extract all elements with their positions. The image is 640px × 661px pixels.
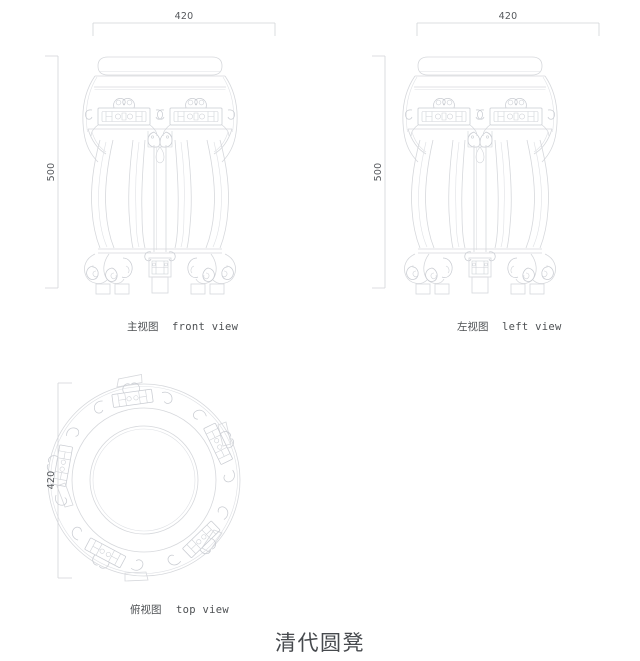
front-view-label-cn: 主视图 bbox=[127, 320, 159, 333]
front-height-dimension: 500 bbox=[45, 55, 59, 289]
left-width-value: 420 bbox=[499, 11, 518, 22]
top-diameter-value: 420 bbox=[46, 471, 57, 490]
left-width-dimension: 420 bbox=[416, 11, 600, 36]
left-height-value: 500 bbox=[373, 163, 384, 182]
top-view-drawing bbox=[46, 374, 241, 582]
front-width-dimension: 420 bbox=[92, 11, 276, 36]
front-height-value: 500 bbox=[46, 163, 57, 182]
page-title: 清代圆凳 bbox=[275, 631, 365, 655]
front-view-label: 主视图 front view bbox=[127, 320, 239, 333]
top-view-label-cn: 俯视图 bbox=[130, 603, 162, 616]
front-view-drawing bbox=[82, 56, 238, 295]
left-view-label-cn: 左视图 bbox=[457, 320, 489, 333]
front-width-value: 420 bbox=[175, 11, 194, 22]
left-view-label: 左视图 left view bbox=[457, 320, 562, 333]
front-view-label-en: front view bbox=[172, 321, 239, 333]
top-diameter-dimension: 420 bbox=[46, 382, 72, 579]
left-height-dimension: 500 bbox=[372, 55, 386, 289]
top-view-label-en: top view bbox=[176, 604, 229, 616]
left-view-label-en: left view bbox=[502, 321, 562, 333]
top-view-ornaments bbox=[46, 382, 235, 571]
top-view-label: 俯视图 top view bbox=[130, 603, 229, 616]
left-view-drawing bbox=[402, 56, 558, 295]
